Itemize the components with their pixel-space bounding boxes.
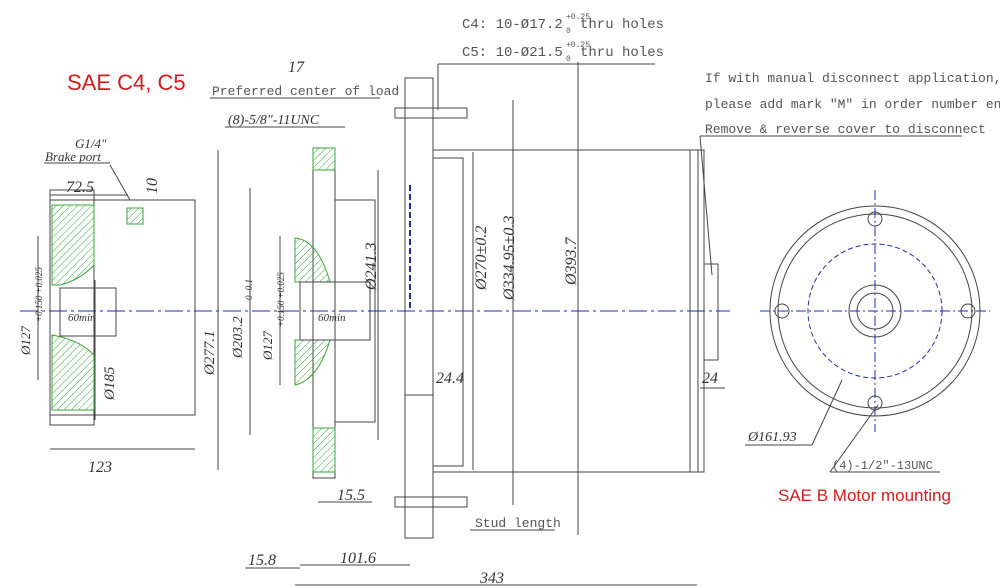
dim-161-leader [811,379,843,446]
mid-hatch-bottom [312,427,336,473]
note-c5-tail: thru holes [580,45,664,61]
brake-port [126,207,144,225]
motor-body [245,62,962,586]
left-section-top [51,204,95,286]
note-c4-tol-bot: 0 [566,27,571,36]
manual-note-2: please add mark "M" in order number end. [705,97,1000,112]
dim-241: Ø241.3 [363,242,380,291]
stud-bottom [394,496,468,508]
manual-note-3: Remove & reverse cover to disconnect [705,122,986,137]
dim-127a-tol: +0.150 +0.025 [34,267,44,322]
mid-hatch-top [312,147,336,171]
note-c5-tol-bot: 0 [566,55,571,64]
left-view [37,162,196,450]
dim-343: 343 [479,570,504,587]
sae-title: SAE C4, C5 [67,70,186,95]
dim-334: Ø334.95±0.3 [501,216,518,301]
bolt-note: (4)-1/2"-13UNC [832,459,933,473]
load-note: Preferred center of load [212,84,399,99]
note-c5-tol-top: +0.25 [566,41,590,50]
dim-203-tol: 0 -0.1 [244,279,254,300]
dim-270: Ø270±0.2 [473,226,490,291]
motor-collar [432,157,464,467]
note-c4: C4: 10-Ø17.2 [462,17,563,33]
stud-top [394,107,468,119]
mounting-title: SAE B Motor mounting [778,486,951,505]
note-c4-tail: thru holes [580,17,664,33]
dim-185: Ø185 [102,366,118,401]
dim-10: 10 [144,178,161,194]
port-leader [109,164,131,201]
left-flange [49,189,95,426]
port-note-1: G1/4" [75,136,107,151]
manual-leader [699,135,713,276]
dim-15-5: 15.5 [337,487,365,504]
middle-view [210,97,380,479]
note-c5: C5: 10-Ø21.5 [462,45,563,61]
thread-note: (8)-5/8"-11UNC [228,113,320,128]
dim-60min-b: 60min [318,312,346,324]
dim-161: Ø161.93 [747,430,797,445]
dim-60min-a: 60min [68,312,96,324]
bolt-leader [829,404,879,473]
left-bore [59,287,117,337]
end-view [745,190,990,473]
dim-123: 123 [88,459,112,476]
dim-15-8: 15.8 [248,552,276,569]
dim-101-6: 101.6 [340,550,376,567]
stud-note: Stud length [475,516,561,531]
load-number: 17 [288,59,305,76]
dim-277: Ø277.1 [202,330,218,376]
dim-127a: Ø127 [18,326,33,356]
manual-note-1: If with manual disconnect application, [705,71,1000,86]
dim-72-5: 72.5 [66,179,94,196]
dim-24-4: 24.4 [436,370,464,387]
dim-203: Ø203.2 [231,316,246,359]
dim-127b: Ø127 [260,331,275,361]
port-note-2: Brake port [45,149,101,164]
note-c4-tol-top: +0.25 [566,13,590,22]
left-section-bottom [51,334,95,411]
dim-24: 24 [702,370,718,387]
dim-127b-tol: +0.150 +0.025 [276,272,286,327]
dim-393: Ø393.7 [563,236,580,286]
rear-shaft [703,263,719,361]
